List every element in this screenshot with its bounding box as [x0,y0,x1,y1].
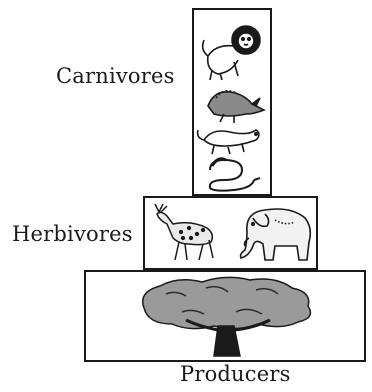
producers-label: Producers [180,362,291,386]
carnivores-level-box [192,8,272,196]
carnivores-illustration [194,10,270,194]
weasel-icon [198,130,259,154]
carnivores-label: Carnivores [56,64,175,88]
herbivores-illustration [145,198,316,268]
herbivores-level-box [143,196,318,270]
herbivores-label: Herbivores [12,222,133,246]
snake-icon [210,159,260,191]
deer-icon [155,204,213,260]
lion-icon [203,26,260,80]
producers-level-box [84,270,366,362]
tree-icon [143,277,311,356]
producers-illustration [86,272,364,360]
elephant-icon [241,209,311,260]
bird-icon [208,91,264,123]
